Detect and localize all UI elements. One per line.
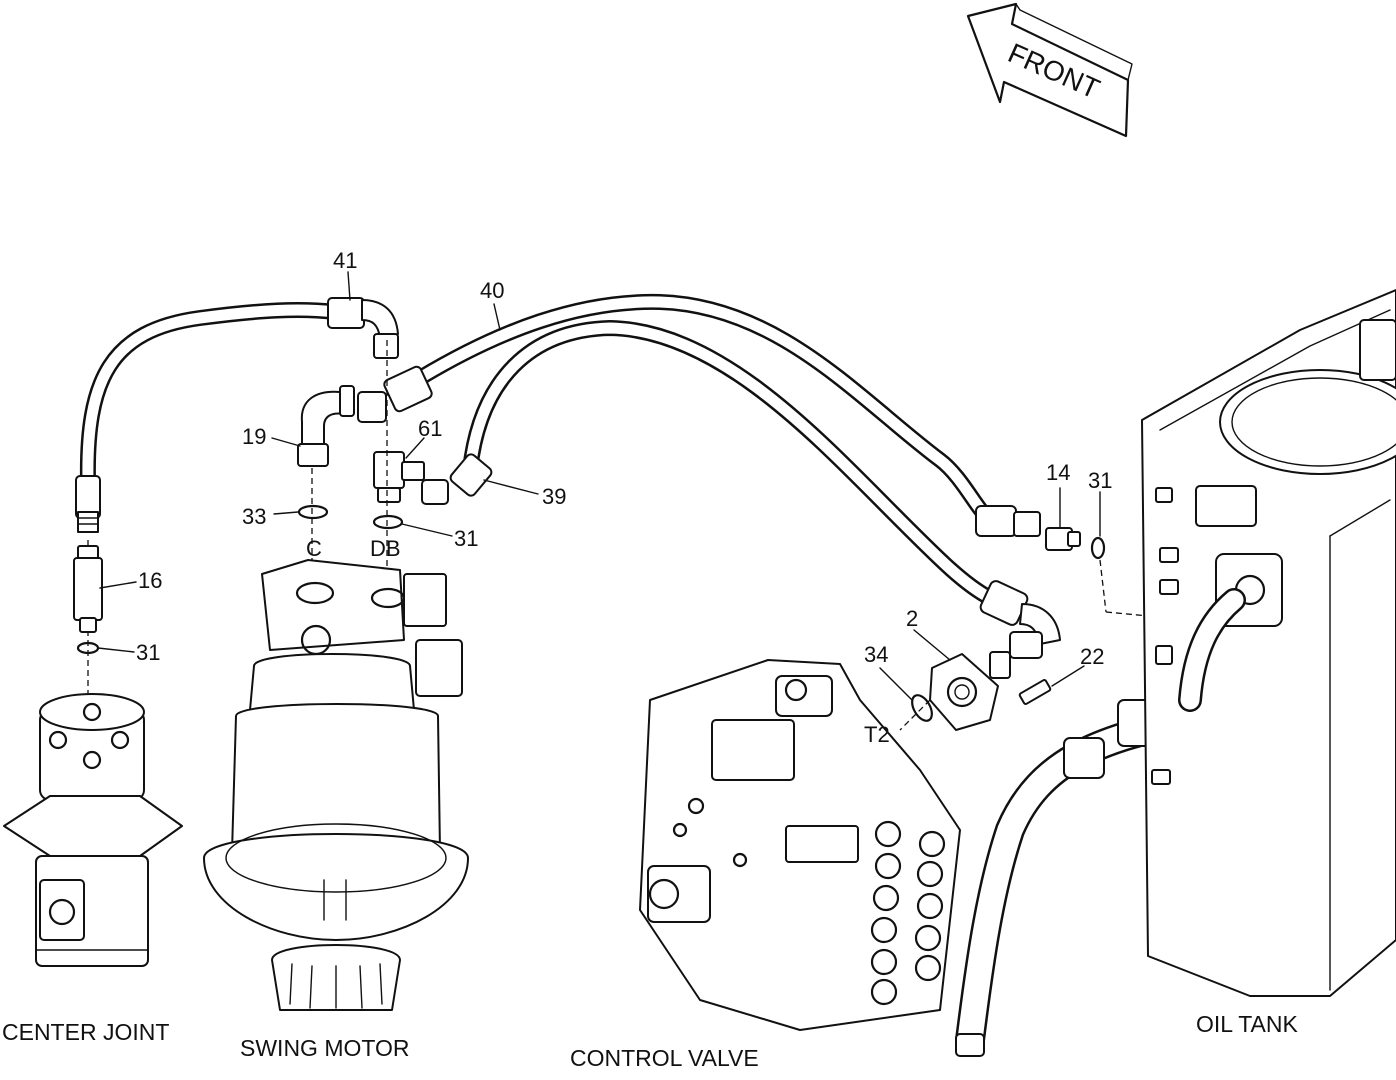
flange-2 xyxy=(929,651,1011,731)
o-rings xyxy=(76,504,1106,722)
center-joint xyxy=(3,693,183,967)
caption-control-valve: CONTROL VALVE xyxy=(570,1045,759,1071)
callout-31-joint: 31 xyxy=(136,640,160,665)
hose-39-left-fitting xyxy=(421,453,493,505)
callout-leaders xyxy=(97,271,1101,701)
callout-2: 2 xyxy=(906,606,918,631)
callout-16: 16 xyxy=(138,568,162,593)
oil-tank xyxy=(1141,289,1396,997)
hose-40 xyxy=(412,293,993,523)
port-t2-label: T2 xyxy=(864,722,890,747)
callout-39: 39 xyxy=(542,484,566,509)
callout-33: 33 xyxy=(242,504,266,529)
swing-motor xyxy=(203,559,469,1011)
tee-61 xyxy=(373,451,425,503)
adapter-14 xyxy=(1045,527,1081,551)
control-valve xyxy=(639,659,961,1031)
port-db-label: DB xyxy=(370,536,401,561)
hose-41 xyxy=(79,302,343,490)
check-valve-16 xyxy=(73,545,103,633)
caption-center-joint: CENTER JOINT xyxy=(2,1019,169,1045)
callout-14: 14 xyxy=(1046,460,1070,485)
callout-61: 61 xyxy=(418,416,442,441)
caption-swing-motor: SWING MOTOR xyxy=(240,1035,410,1061)
callout-22: 22 xyxy=(1080,644,1104,669)
callout-31-tee: 31 xyxy=(454,526,478,551)
callout-31-tank: 31 xyxy=(1088,468,1112,493)
callout-19: 19 xyxy=(242,424,266,449)
hose-41-fittings xyxy=(75,297,399,533)
front-direction-arrow: FRONT xyxy=(966,2,1133,138)
elbow-19 xyxy=(297,385,355,467)
hose-40-right-fitting xyxy=(975,505,1041,537)
caption-oil-tank: OIL TANK xyxy=(1196,1011,1298,1037)
hose-39 xyxy=(462,319,998,606)
hose-40-left-fitting xyxy=(357,365,433,423)
hose-39-right-fitting xyxy=(979,580,1061,659)
port-c-label: C xyxy=(306,536,322,561)
bolt-22 xyxy=(1018,679,1052,705)
front-label: FRONT xyxy=(1004,37,1105,105)
callout-34: 34 xyxy=(864,642,888,667)
callout-41: 41 xyxy=(333,248,357,273)
callout-40: 40 xyxy=(480,278,504,303)
